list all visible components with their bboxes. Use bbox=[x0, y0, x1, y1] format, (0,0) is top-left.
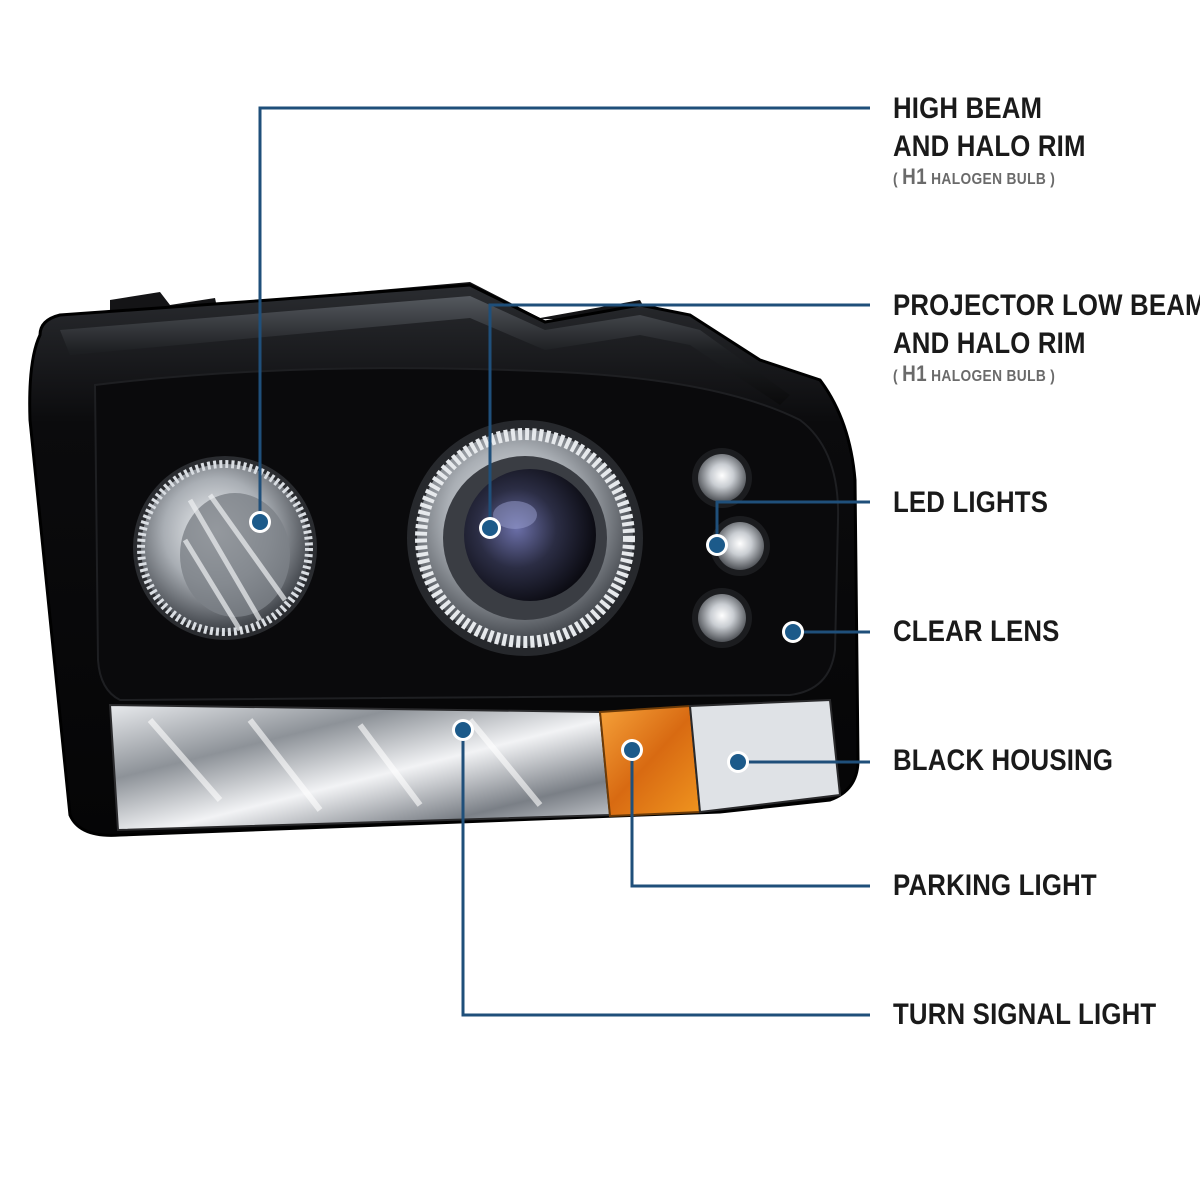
clear-corner-lens bbox=[688, 698, 842, 814]
label-high-beam-line1: HIGH BEAM bbox=[893, 92, 1043, 125]
label-led-lights: LED LIGHTS bbox=[893, 486, 1049, 519]
label-projector-line2: AND HALO RIM bbox=[893, 327, 1086, 360]
label-projector-line1: PROJECTOR LOW BEAM bbox=[893, 289, 1200, 322]
dot-black-housing bbox=[727, 751, 749, 773]
top-rim bbox=[60, 296, 790, 405]
callout-dots bbox=[249, 511, 804, 773]
dot-led-lights bbox=[706, 534, 728, 556]
label-clear-lens: CLEAR LENS bbox=[893, 615, 1060, 648]
leader-lines bbox=[258, 106, 870, 1017]
leader-led-lights bbox=[715, 500, 870, 545]
turn-signal-chrome bbox=[108, 703, 612, 832]
dot-turn-signal bbox=[452, 719, 474, 741]
high-beam-reflector bbox=[133, 456, 317, 640]
label-projector-bulb: ( H1 HALOGEN BULB ) bbox=[893, 361, 1056, 386]
label-black-housing: BLACK HOUSING bbox=[893, 744, 1114, 777]
leader-turn-signal bbox=[461, 730, 870, 1017]
dot-clear-lens bbox=[782, 621, 804, 643]
leader-parking-light bbox=[630, 750, 870, 888]
label-high-beam-line2: AND HALO RIM bbox=[893, 130, 1086, 163]
label-parking-light: PARKING LIGHT bbox=[893, 869, 1097, 902]
leader-projector bbox=[488, 303, 870, 528]
dot-high-beam bbox=[249, 511, 271, 533]
led-cluster bbox=[692, 448, 770, 648]
dot-parking-light bbox=[621, 739, 643, 761]
amber-parking-lens bbox=[598, 704, 702, 818]
label-high-beam: HIGH BEAM AND HALO RIM ( H1 HALOGEN BULB… bbox=[893, 90, 1086, 191]
label-turn-signal: TURN SIGNAL LIGHT bbox=[893, 998, 1157, 1031]
label-projector: PROJECTOR LOW BEAM AND HALO RIM ( H1 HAL… bbox=[893, 287, 1200, 388]
dot-projector bbox=[479, 517, 501, 539]
leader-high-beam bbox=[258, 106, 870, 522]
projector-low-beam bbox=[407, 420, 643, 656]
label-high-beam-bulb: ( H1 HALOGEN BULB ) bbox=[893, 164, 1056, 189]
